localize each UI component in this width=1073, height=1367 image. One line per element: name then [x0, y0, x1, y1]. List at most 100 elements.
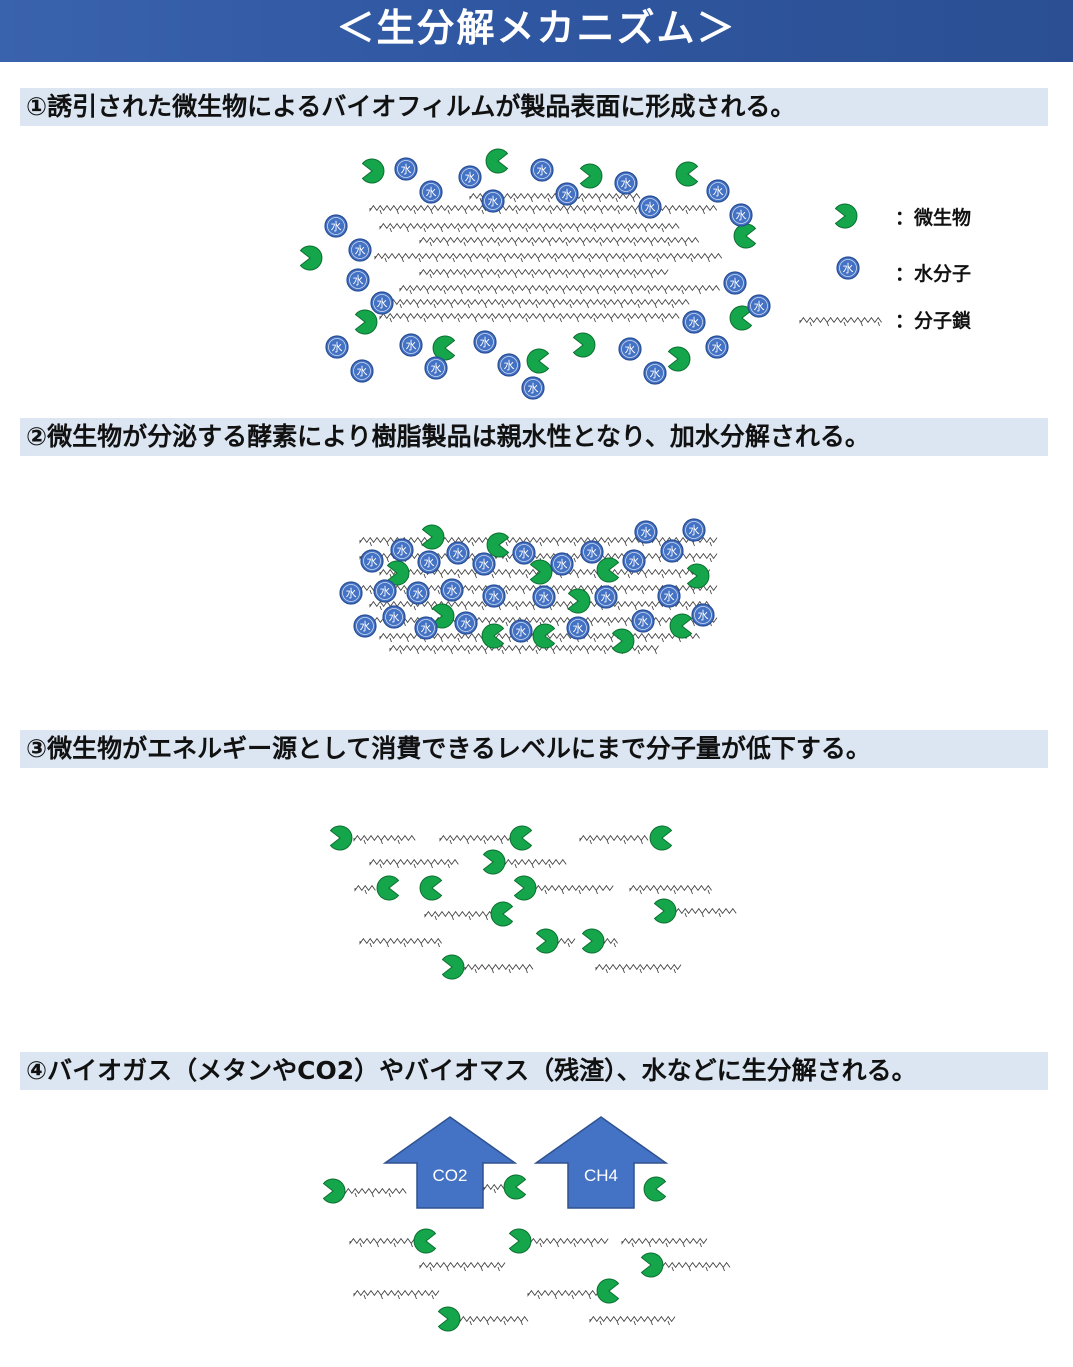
water-molecule-icon: 水	[614, 171, 638, 195]
svg-text:水: 水	[413, 587, 424, 600]
svg-text:水: 水	[843, 262, 854, 275]
gas-arrow-icon: CO2	[382, 1116, 518, 1209]
microbe-icon	[322, 1178, 346, 1204]
molecular-chain-icon	[464, 963, 534, 974]
svg-text:水: 水	[712, 341, 723, 354]
molecular-chain-icon	[595, 963, 682, 974]
svg-text:水: 水	[713, 185, 724, 198]
svg-text:水: 水	[754, 300, 765, 313]
svg-text:水: 水	[353, 274, 364, 287]
microbe-icon	[535, 928, 559, 954]
microbe-icon	[486, 532, 510, 558]
water-molecule-icon: 水	[657, 584, 681, 608]
molecular-chain-icon	[579, 834, 649, 845]
molecular-chain-icon	[353, 1289, 440, 1300]
svg-text:水: 水	[504, 359, 515, 372]
water-molecule-icon: 水	[482, 584, 506, 608]
svg-text:水: 水	[431, 362, 442, 375]
microbe-icon	[485, 148, 509, 174]
microbe-icon	[572, 332, 596, 358]
microbe-icon	[354, 309, 378, 335]
svg-text:水: 水	[625, 343, 636, 356]
water-molecule-icon: 水	[419, 180, 443, 204]
svg-text:水: 水	[736, 209, 747, 222]
svg-text:水: 水	[453, 547, 464, 560]
molecular-chain-icon	[529, 1237, 609, 1248]
microbe-icon	[481, 623, 505, 649]
microbe-icon	[503, 1174, 527, 1200]
svg-text:水: 水	[397, 544, 408, 557]
water-molecule-icon: 水	[555, 182, 579, 206]
svg-text:水: 水	[377, 297, 388, 310]
svg-text:水: 水	[689, 524, 700, 537]
svg-text:水: 水	[389, 611, 400, 624]
water-molecule-icon: 水	[682, 518, 706, 542]
water-molecule-icon: 水	[370, 291, 394, 315]
water-molecule-icon: 水	[723, 271, 747, 295]
water-molecule-icon: 水	[339, 581, 363, 605]
molecular-chain-icon	[419, 268, 669, 279]
water-molecule-icon: 水	[390, 538, 414, 562]
svg-text:水: 水	[641, 526, 652, 539]
water-molecule-icon: 水	[512, 541, 536, 565]
water-molecule-icon: 水	[472, 552, 496, 576]
water-molecule-icon: 水	[406, 581, 430, 605]
molecular-chain-icon	[661, 1261, 731, 1272]
svg-text:水: 水	[562, 188, 573, 201]
legend-microbe-label: ：微生物	[895, 207, 972, 229]
microbe-icon	[643, 1176, 667, 1202]
svg-text:水: 水	[573, 622, 584, 635]
water-molecule-icon: 水	[566, 616, 590, 640]
microbe-icon	[669, 613, 693, 639]
svg-text:水: 水	[601, 591, 612, 604]
svg-text:水: 水	[357, 365, 368, 378]
gas-arrow-icon: CH4	[533, 1116, 669, 1209]
svg-text:水: 水	[528, 382, 539, 395]
molecular-chain-icon	[557, 937, 576, 948]
microbe-icon	[667, 346, 691, 372]
svg-text:水: 水	[645, 201, 656, 214]
svg-text:水: 水	[346, 587, 357, 600]
water-molecule-icon: 水	[414, 616, 438, 640]
water-molecule-icon: 水	[440, 578, 464, 602]
microbe-icon	[432, 335, 456, 361]
microbe-icon	[567, 588, 591, 614]
molecular-chain-icon	[504, 858, 567, 869]
microbe-icon	[529, 559, 553, 585]
svg-text:水: 水	[421, 622, 432, 635]
water-molecule-icon: 水	[550, 552, 574, 576]
molecular-chain-icon	[419, 236, 700, 247]
svg-text:水: 水	[355, 244, 366, 257]
water-molecule-icon: 水	[353, 614, 377, 638]
svg-text:水: 水	[401, 163, 412, 176]
molecular-chain-icon	[399, 284, 720, 295]
molecular-chain-icon	[389, 298, 690, 309]
molecular-chain-icon	[359, 937, 442, 948]
water-molecule-icon: 水	[836, 256, 860, 280]
microbe-icon	[513, 875, 537, 901]
molecular-chain-icon	[603, 937, 618, 948]
water-molecule-icon: 水	[454, 611, 478, 635]
water-molecule-icon: 水	[360, 549, 384, 573]
water-molecule-icon: 水	[509, 619, 533, 643]
svg-text:水: 水	[426, 186, 437, 199]
microbe-icon	[413, 1228, 437, 1254]
molecular-chain-icon	[359, 616, 718, 627]
molecular-chain-icon	[369, 204, 718, 215]
water-molecule-icon: 水	[424, 356, 448, 380]
svg-text:水: 水	[698, 609, 709, 622]
water-molecule-icon: 水	[705, 335, 729, 359]
svg-text:水: 水	[424, 556, 435, 569]
svg-text:水: 水	[489, 590, 500, 603]
microbe-icon	[640, 1252, 664, 1278]
microbe-icon	[579, 163, 603, 189]
molecular-chain-icon	[799, 316, 882, 327]
svg-text:水: 水	[380, 585, 391, 598]
svg-text:水: 水	[557, 558, 568, 571]
microbe-icon	[653, 898, 677, 924]
svg-text:水: 水	[664, 590, 675, 603]
microbe-icon	[596, 557, 620, 583]
svg-text:水: 水	[331, 220, 342, 233]
molecular-chain-icon	[379, 222, 680, 233]
water-molecule-icon: 水	[618, 337, 642, 361]
